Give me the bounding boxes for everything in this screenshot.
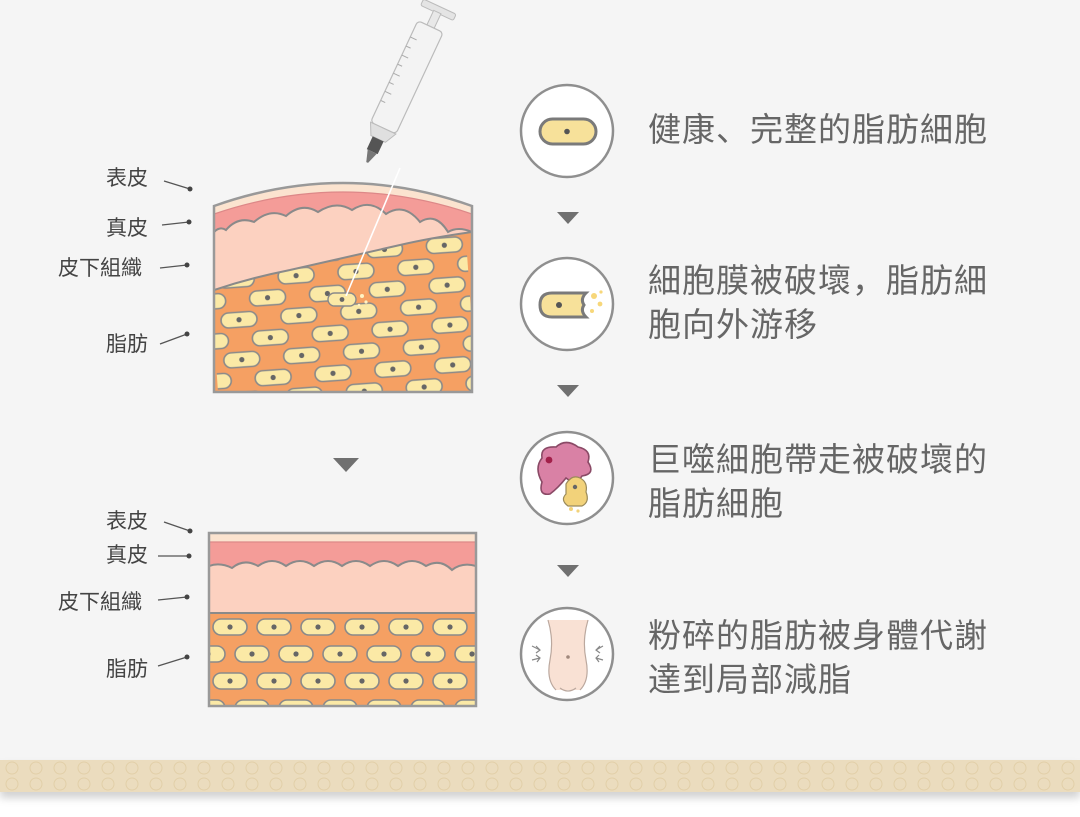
down-arrow-icon xyxy=(557,565,579,577)
dermis-layer-top xyxy=(214,183,472,232)
down-arrow-icon xyxy=(333,458,359,472)
label-subcutaneous-bottom: 皮下組織 xyxy=(58,590,142,614)
decorative-stripe xyxy=(0,760,1080,792)
down-arrow-icon xyxy=(557,212,579,224)
step-3-text: 巨噬細胞帶走被破壞的 脂肪細胞 xyxy=(648,440,988,523)
healthy-fat-cell-icon xyxy=(519,83,615,179)
step-2-text: 細胞膜被破壞，脂肪細 胞向外游移 xyxy=(648,261,988,344)
label-fat-bottom: 脂肪 xyxy=(106,657,148,681)
epidermis-layer-top xyxy=(214,183,472,214)
slim-waist-icon xyxy=(519,606,615,702)
step-4-text: 粉碎的脂肪被身體代謝 達到局部減脂 xyxy=(648,616,988,699)
label-fat-top: 脂肪 xyxy=(106,332,148,356)
label-epidermis-bottom: 表皮 xyxy=(106,509,148,533)
down-arrow-icon xyxy=(557,385,579,397)
step-icons xyxy=(519,83,615,702)
label-dermis-top: 真皮 xyxy=(106,216,148,240)
syringe-icon xyxy=(366,0,457,163)
skin-diagram-before xyxy=(159,0,474,394)
arrows-layer xyxy=(333,212,579,577)
label-subcutaneous-top: 皮下組織 xyxy=(58,256,142,280)
label-epidermis-top: 表皮 xyxy=(106,166,148,190)
broken-fat-cell-icon xyxy=(519,256,615,352)
skin-diagram-after xyxy=(157,521,478,708)
step-1-text: 健康、完整的脂肪細胞 xyxy=(648,110,988,149)
macrophage-icon xyxy=(519,430,615,526)
label-dermis-bottom: 真皮 xyxy=(106,543,148,567)
epidermis-layer-bottom xyxy=(209,533,476,542)
